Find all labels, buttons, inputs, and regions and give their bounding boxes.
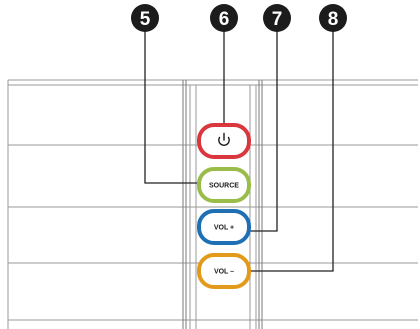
callout-6-number: 6 (219, 9, 230, 30)
callout-6: 6 (210, 4, 238, 32)
callout-5: 5 (131, 4, 159, 32)
vol-minus-button[interactable]: VOL – (199, 255, 249, 287)
leader-line-5 (145, 30, 199, 183)
callout-7-number: 7 (272, 9, 283, 30)
callout-8-number: 8 (328, 9, 339, 30)
vol-minus-button-label: VOL – (214, 269, 234, 276)
callout-8: 8 (319, 4, 347, 32)
vol-plus-button[interactable]: VOL + (199, 211, 249, 243)
source-button-label: SOURCE (209, 183, 239, 190)
callout-7: 7 (263, 4, 291, 32)
source-button[interactable]: SOURCE (199, 169, 249, 201)
callout-5-number: 5 (140, 9, 151, 30)
power-button[interactable] (199, 125, 249, 157)
device-panel-frame (8, 80, 418, 329)
vol-plus-button-label: VOL + (214, 225, 234, 232)
